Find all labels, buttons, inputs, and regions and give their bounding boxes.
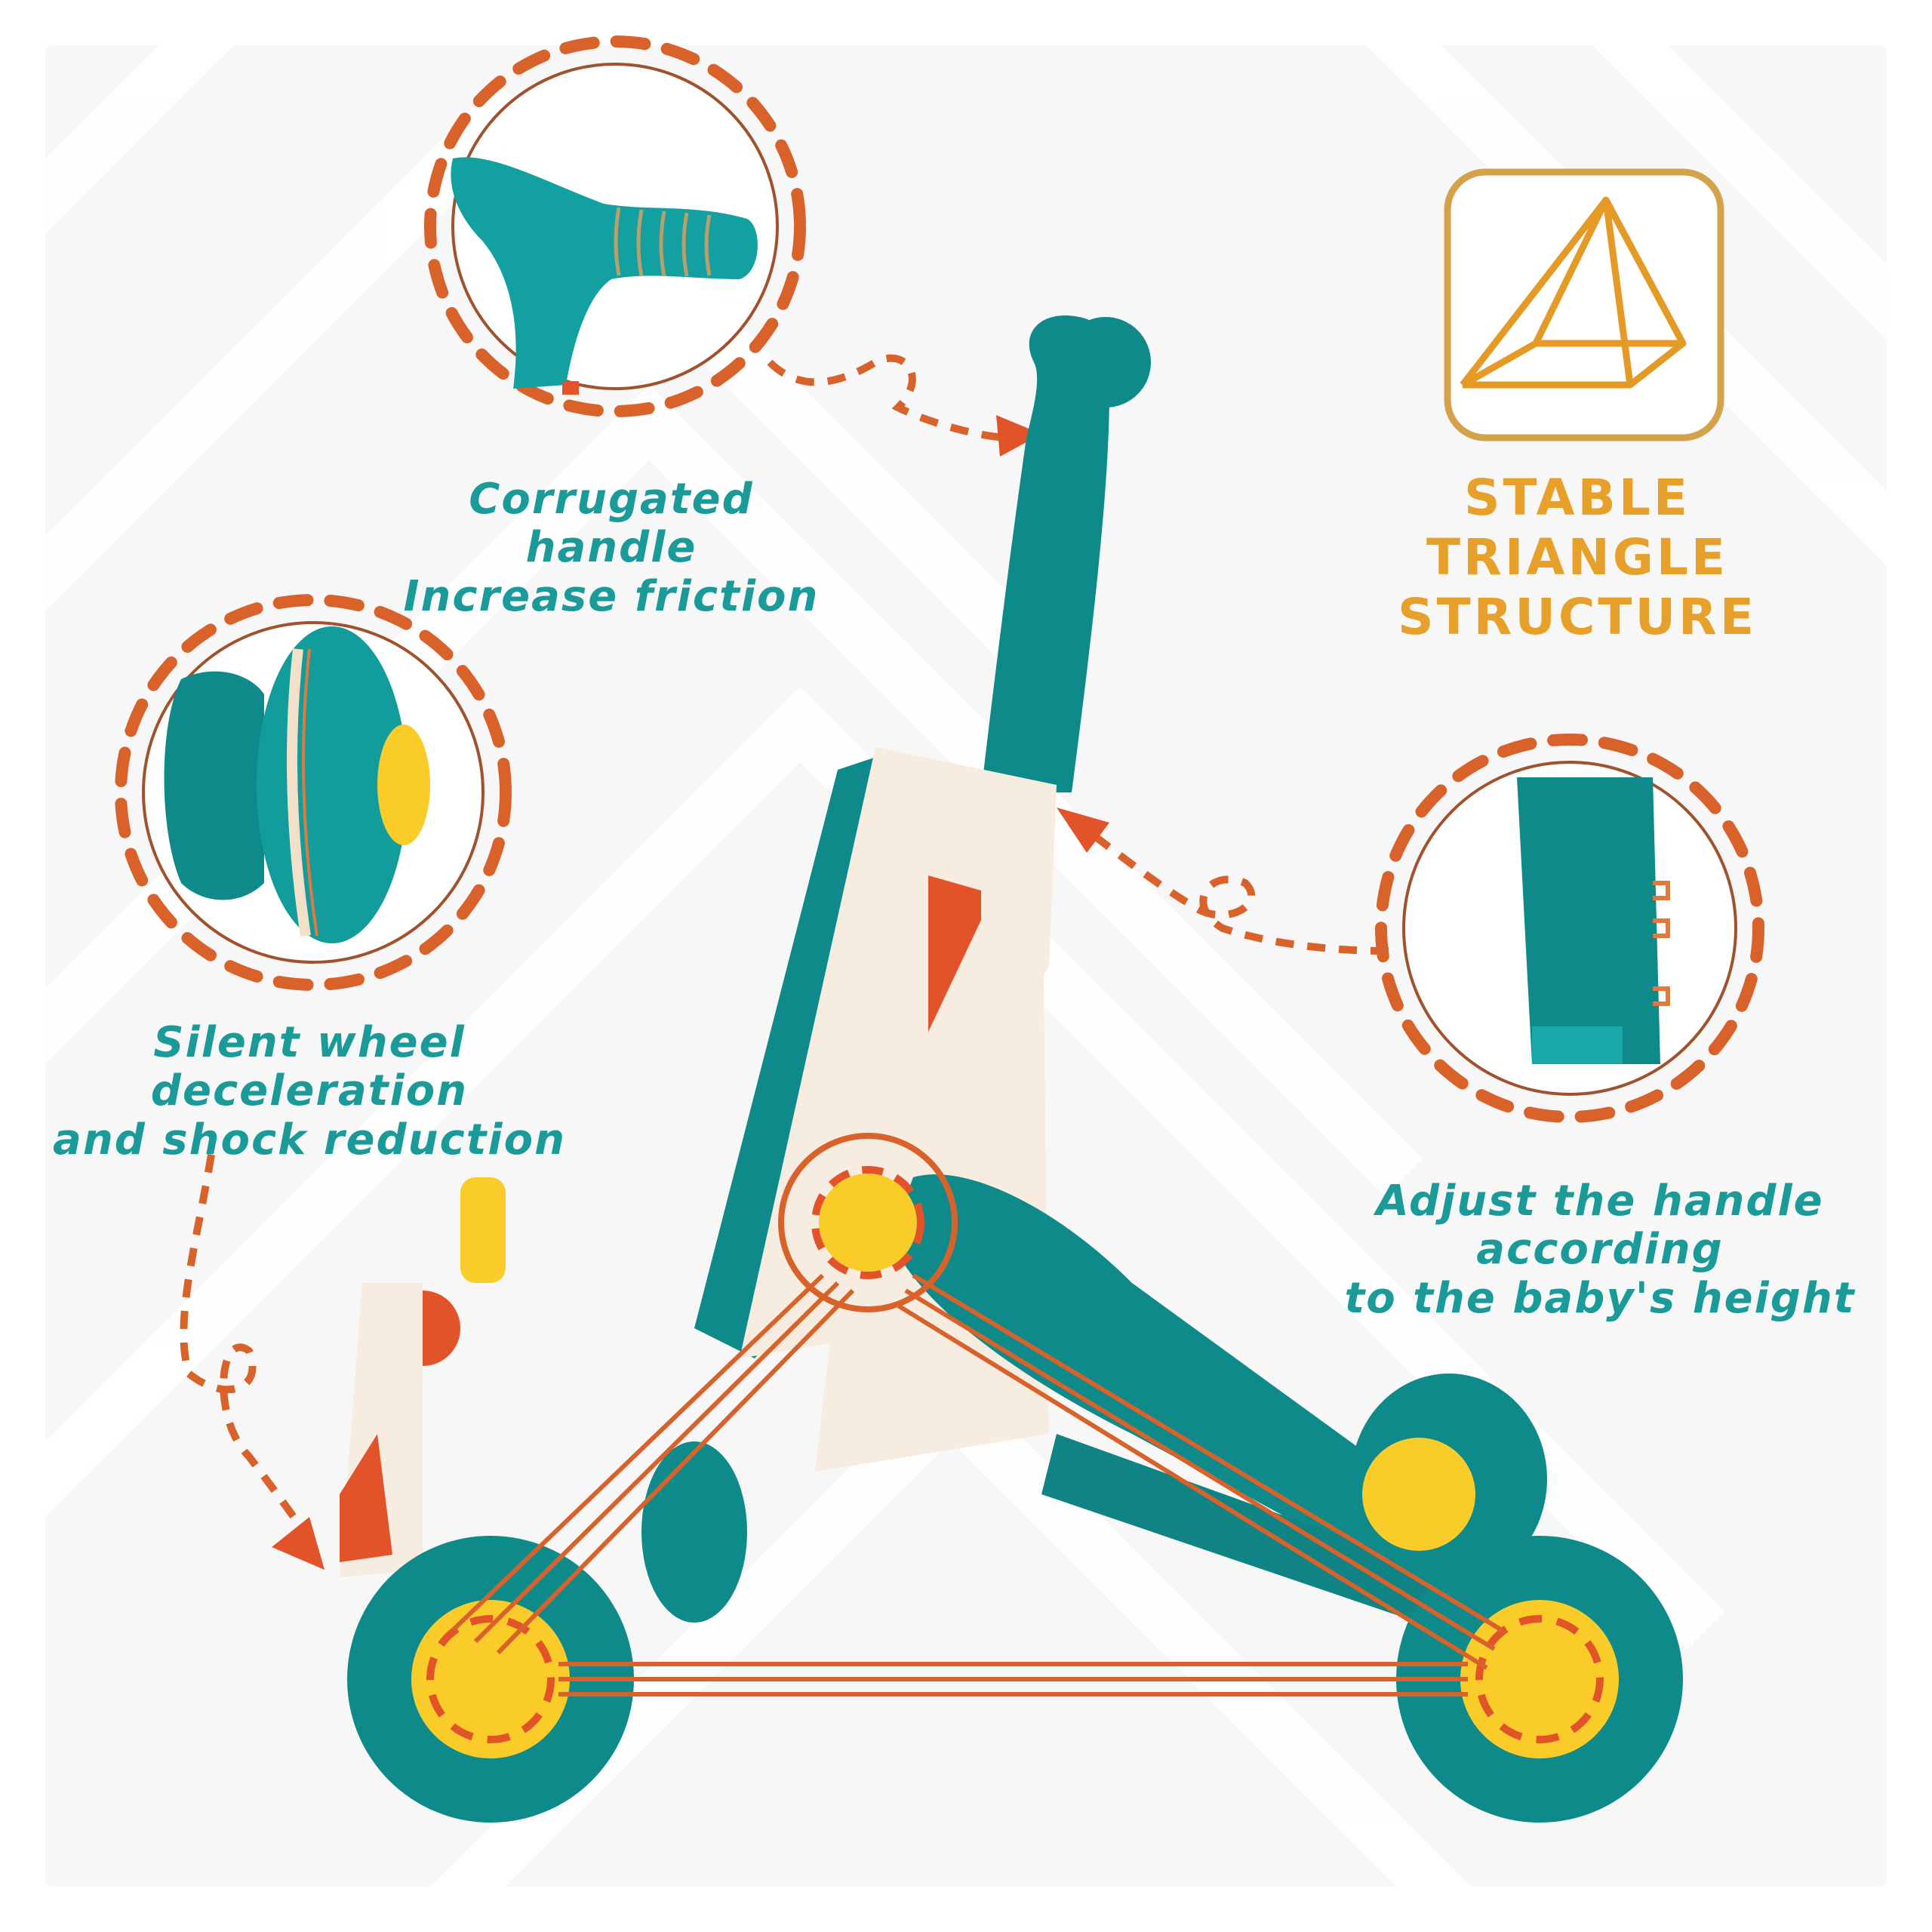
caption-line: and shock reduction <box>53 1115 566 1164</box>
arrow-head <box>1057 808 1109 853</box>
caption-line: STABLE TRIANGLE <box>1426 469 1729 587</box>
silent-wheel-caption: Silent wheel deceleration and shock redu… <box>15 1018 604 1164</box>
wheel-detail-circle <box>115 594 512 991</box>
arrow-head <box>272 1517 325 1570</box>
height-adjust-detail-circle <box>1375 734 1764 1123</box>
walker-product <box>340 315 1683 1823</box>
arrow-head <box>996 415 1041 457</box>
caption-line: Silent wheel deceleration <box>150 1018 469 1116</box>
caption-line: Corrugated handle <box>469 475 754 573</box>
corrugated-handle-caption: Corrugated handle Increase friction <box>377 475 845 621</box>
caption-line: Increase friction <box>403 571 820 621</box>
pyramid-structure-icon <box>1444 168 1724 441</box>
caption-line: STRUCTURE <box>1398 588 1757 647</box>
handle-detail-circle <box>424 35 806 417</box>
adjustable-handle-caption: Adjust the handle according to the baby'… <box>1268 1177 1932 1323</box>
caption-line: Adjust the handle according <box>1376 1177 1824 1275</box>
stable-triangle-caption: STABLE TRIANGLE STRUCTURE <box>1313 468 1841 648</box>
caption-line: to the baby's height <box>1344 1273 1856 1323</box>
